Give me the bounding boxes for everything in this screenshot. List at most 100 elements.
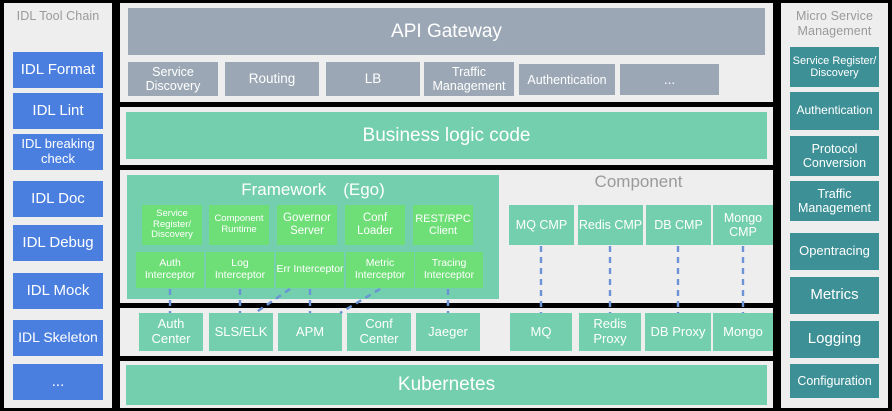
business-logic-title: Business logic code — [362, 124, 531, 146]
framework-auth-interceptor[interactable]: Auth Interceptor — [136, 252, 204, 288]
business-logic-band: Business logic code — [126, 112, 767, 159]
sidebar-item-label: IDL Skeleton — [18, 329, 98, 346]
infra-label: Mongo — [723, 323, 763, 339]
ms-item-opentracing[interactable]: Opentracing — [790, 233, 879, 270]
framework-component-runtime[interactable]: Component Runtime — [209, 205, 269, 245]
infra-mq[interactable]: MQ — [510, 313, 572, 351]
api-gateway-title: API Gateway — [391, 20, 502, 42]
sidebar-item-label: IDL Doc — [31, 189, 85, 207]
framework-title: Framework (Ego) — [241, 180, 385, 199]
ms-item-authentication[interactable]: Authentication — [790, 92, 879, 130]
framework-log-interceptor[interactable]: Log Interceptor — [206, 252, 274, 288]
framework-rest-rpc-client[interactable]: REST/RPC Client — [413, 205, 473, 245]
gateway-feature-routing[interactable]: Routing — [225, 62, 319, 96]
ms-item-label: Logging — [807, 330, 862, 348]
infra-jaeger[interactable]: Jaeger — [416, 313, 480, 351]
component-title: Component — [594, 172, 683, 191]
framework-box-label: Log Interceptor — [214, 257, 266, 281]
ms-item-traffic-management[interactable]: Traffic Management — [790, 181, 879, 221]
component-label: DB CMP — [654, 218, 703, 232]
infra-label: Redis Proxy — [593, 316, 627, 346]
framework-box-label: Metric Interceptor — [354, 257, 406, 281]
infra-apm[interactable]: APM — [278, 313, 342, 351]
ms-item-label: Opentracing — [799, 243, 870, 259]
ms-item-label: Metrics — [810, 286, 859, 304]
framework-box-label: REST/RPC Client — [415, 212, 471, 237]
framework-box-label: Err Interceptor — [276, 263, 344, 276]
sidebar-item-label: IDL Debug — [22, 233, 94, 251]
infra-label: SLS/ELK — [214, 323, 268, 339]
sidebar-item-label: ... — [51, 372, 65, 390]
gateway-feature-more[interactable]: ... — [620, 64, 719, 95]
gateway-feature-label: Service Discovery — [145, 65, 201, 93]
ms-item-label: Configuration — [797, 374, 872, 388]
ms-item-logging[interactable]: Logging — [790, 321, 879, 358]
framework-metric-interceptor[interactable]: Metric Interceptor — [346, 252, 414, 288]
infra-redis-proxy[interactable]: Redis Proxy — [579, 313, 641, 351]
component-db-cmp[interactable]: DB CMP — [646, 205, 711, 245]
sidebar-item-label: IDL Format — [20, 60, 96, 78]
framework-box-label: Tracing Interceptor — [423, 257, 475, 281]
component-mq-cmp[interactable]: MQ CMP — [509, 205, 574, 245]
component-mongo-cmp[interactable]: Mongo CMP — [713, 205, 773, 245]
infra-label: DB Proxy — [650, 323, 706, 339]
infra-mongo[interactable]: Mongo — [713, 313, 773, 351]
ms-item-configuration[interactable]: Configuration — [790, 364, 879, 398]
infra-label: APM — [295, 323, 325, 339]
sidebar-item-label: IDL Mock — [26, 281, 90, 299]
gateway-feature-service-discovery[interactable]: Service Discovery — [128, 62, 218, 96]
framework-governor-server[interactable]: Governor Server — [277, 205, 337, 245]
gateway-feature-label: Routing — [248, 71, 296, 87]
infra-conf-center[interactable]: Conf Center — [347, 313, 411, 351]
framework-box-label: Component Runtime — [214, 213, 264, 235]
framework-tracing-interceptor[interactable]: Tracing Interceptor — [415, 252, 483, 288]
infra-auth-center[interactable]: Auth Center — [139, 313, 203, 351]
ms-item-label: Service Register/ Discovery — [792, 54, 877, 79]
sidebar-item-label: IDL Lint — [32, 101, 84, 119]
framework-box-label: Conf Loader — [357, 212, 393, 237]
ms-item-metrics[interactable]: Metrics — [790, 277, 879, 314]
sidebar-item-idl-format[interactable]: IDL Format — [13, 52, 103, 88]
gateway-feature-lb[interactable]: LB — [326, 62, 420, 96]
gateway-feature-authentication[interactable]: Authentication — [519, 64, 615, 95]
sidebar-item-idl-debug[interactable]: IDL Debug — [13, 225, 103, 261]
ms-item-label: Protocol Conversion — [802, 142, 867, 170]
infra-label: Jaeger — [428, 323, 468, 339]
gateway-feature-label: LB — [364, 71, 382, 87]
platform-title: Kubernetes — [397, 374, 496, 395]
gateway-feature-label: Traffic Management — [432, 65, 506, 93]
gateway-feature-traffic-management[interactable]: Traffic Management — [424, 62, 514, 96]
api-gateway-title-bar: API Gateway — [128, 8, 765, 55]
framework-box-label: Auth Interceptor — [144, 257, 196, 281]
sidebar-item-idl-mock[interactable]: IDL Mock — [13, 273, 103, 309]
right-sidebar-title: Micro Service Management — [795, 9, 873, 38]
framework-err-interceptor[interactable]: Err Interceptor — [276, 252, 344, 288]
infra-sls-elk[interactable]: SLS/ELK — [209, 313, 273, 351]
sidebar-item-more[interactable]: ... — [13, 364, 103, 400]
gateway-feature-label: Authentication — [527, 72, 607, 87]
sidebar-item-label: IDL breaking check — [21, 136, 95, 166]
component-label: MQ CMP — [515, 218, 568, 232]
framework-conf-loader[interactable]: Conf Loader — [345, 205, 405, 245]
sidebar-item-idl-lint[interactable]: IDL Lint — [13, 93, 103, 129]
framework-box-label: Service Register/ Discovery — [151, 208, 193, 241]
ms-item-protocol-conversion[interactable]: Protocol Conversion — [790, 136, 879, 176]
left-sidebar-title: IDL Tool Chain — [16, 9, 100, 23]
component-label: Mongo CMP — [723, 211, 763, 239]
infra-label: MQ — [530, 323, 552, 339]
ms-item-service-register-discovery[interactable]: Service Register/ Discovery — [790, 47, 879, 87]
sidebar-item-idl-skeleton[interactable]: IDL Skeleton — [13, 320, 103, 356]
infra-label: Auth Center — [151, 316, 191, 346]
framework-service-register-discovery[interactable]: Service Register/ Discovery — [142, 205, 202, 245]
framework-box-label: Governor Server — [283, 212, 331, 237]
sidebar-item-idl-breaking-check[interactable]: IDL breaking check — [13, 134, 103, 170]
ms-item-label: Authentication — [796, 103, 873, 118]
component-label: Redis CMP — [578, 218, 643, 232]
ms-item-label: Traffic Management — [798, 187, 871, 215]
infra-db-proxy[interactable]: DB Proxy — [645, 313, 711, 351]
sidebar-item-idl-doc[interactable]: IDL Doc — [13, 181, 103, 217]
infra-label: Conf Center — [359, 316, 399, 346]
component-redis-cmp[interactable]: Redis CMP — [578, 205, 643, 245]
gateway-feature-label: ... — [663, 71, 676, 87]
